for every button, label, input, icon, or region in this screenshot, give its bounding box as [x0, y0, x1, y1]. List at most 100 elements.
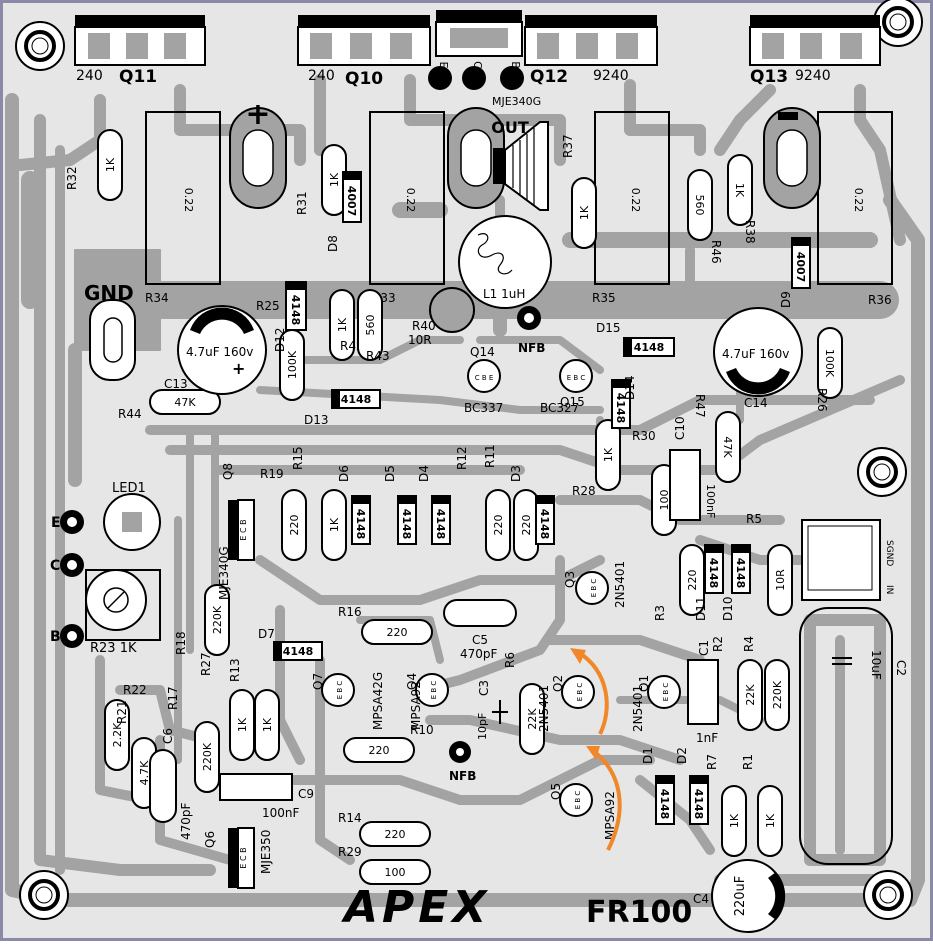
svg-text:+: + — [245, 97, 270, 132]
mounting-hole-icon — [14, 20, 66, 72]
diode-ref: D13 — [304, 413, 329, 427]
diode-ref: D9 — [779, 291, 793, 308]
svg-text:R36: R36 — [868, 293, 892, 307]
resistor-ref: R30 — [632, 429, 656, 443]
diode-layer: 4007D84007D94148D124148D134148D154148D14… — [258, 171, 811, 825]
capacitor-c13: 4.7uF 160v + C13 — [164, 305, 267, 395]
resistor-ref: R3 — [653, 605, 667, 621]
mounting-hole-icon — [862, 869, 914, 921]
resistor-value: 1K — [236, 717, 249, 732]
resistor-r40: R40 10R — [408, 287, 475, 347]
transistor-part: 2N5401 — [613, 561, 627, 608]
resistor-value: 100K — [823, 349, 836, 378]
resistor-value: 100 — [658, 490, 671, 511]
svg-text:Q10: Q10 — [345, 69, 383, 89]
resistor-value: 1K — [602, 447, 615, 462]
svg-text:4.7uF 160v: 4.7uF 160v — [186, 345, 253, 359]
capacitor-c2: C2 10uF — [799, 607, 908, 865]
svg-text:240: 240 — [76, 68, 103, 84]
resistor-ref: R6 — [503, 652, 517, 668]
svg-text:C: C — [471, 61, 484, 69]
diode-ref: D7 — [258, 627, 275, 641]
resistor-ref: R32 — [65, 166, 79, 190]
diode-ref: D2 — [675, 747, 689, 764]
power-transistor-q10: 240 Q10 — [297, 15, 431, 89]
svg-text:C9: C9 — [298, 787, 314, 801]
svg-text:E: E — [437, 62, 450, 69]
svg-text:OUT: OUT — [491, 118, 529, 137]
gnd-pad-hole — [103, 317, 123, 363]
resistor-ref: R11 — [483, 444, 497, 468]
resistor-value: 2.2K — [111, 722, 124, 747]
diode-ref: D5 — [383, 465, 397, 482]
capacitor-c9: C9 100nF — [219, 773, 314, 820]
resistor-ref: R46 — [709, 240, 723, 264]
svg-text:220uF: 220uF — [733, 876, 748, 917]
resistor-value: 220K — [771, 680, 784, 709]
diode-value: 4148 — [614, 393, 627, 424]
transistor-ref: Q14 — [470, 345, 495, 359]
svg-text:NFB: NFB — [518, 341, 545, 355]
diode-value: 4148 — [354, 509, 367, 540]
transistor-pins: C B E — [475, 374, 494, 382]
svg-text:E: E — [51, 515, 61, 531]
capacitor-c3: C3 10pF — [476, 680, 508, 740]
transistor-pins: E B C — [576, 683, 584, 702]
resistor-r30: 1K R30 — [595, 419, 656, 491]
diode-ref: D12 — [273, 327, 287, 352]
diode-ref: D11 — [694, 596, 708, 621]
resistor-value: 220 — [385, 828, 406, 841]
transistor-part: BC337 — [464, 401, 503, 415]
svg-text:C14: C14 — [744, 396, 768, 410]
diode-value: 4148 — [283, 645, 314, 658]
transistor-ref: Q7 — [311, 673, 325, 690]
transistor-pins: E B C — [662, 683, 670, 702]
diode-ref: D4 — [417, 465, 431, 482]
diode-value: 4007 — [345, 186, 358, 217]
resistor-value: 220 — [369, 744, 390, 757]
resistor-ref: R29 — [338, 845, 362, 859]
svg-text:C13: C13 — [164, 377, 188, 391]
transistor-ref: Q3 — [563, 571, 577, 588]
svg-text:1nF: 1nF — [696, 731, 718, 745]
capacitor-c1: 1nF C1 — [687, 640, 719, 745]
resistor-ref: R37 — [561, 134, 575, 158]
diode-value: 4148 — [692, 789, 705, 820]
mounting-hole-icon — [872, 0, 924, 48]
transistor-part: BC327 — [540, 401, 579, 415]
transistor-pins: E B C — [574, 791, 582, 810]
resistor-ref: R17 — [166, 686, 180, 710]
resistor-value: 4.7K — [138, 760, 151, 785]
speaker-icon — [493, 121, 549, 211]
gnd-label: GND — [84, 281, 134, 305]
transistor-part: 2N5401 — [631, 685, 645, 732]
terminal-minus — [763, 107, 821, 209]
svg-text:C2: C2 — [894, 660, 908, 676]
resistor-value: 220 — [686, 570, 699, 591]
svg-text:100nF: 100nF — [262, 806, 300, 820]
diode-value: 4148 — [289, 295, 302, 326]
resistor-value: 10R — [774, 569, 787, 591]
svg-text:SGND: SGND — [884, 540, 894, 566]
svg-text:Q11: Q11 — [119, 67, 157, 87]
resistor-ref: R1 — [741, 754, 755, 770]
resistor-ref: R47 — [693, 394, 707, 418]
led1: LED1 — [103, 481, 161, 551]
resistor-value: 560 — [693, 195, 706, 216]
